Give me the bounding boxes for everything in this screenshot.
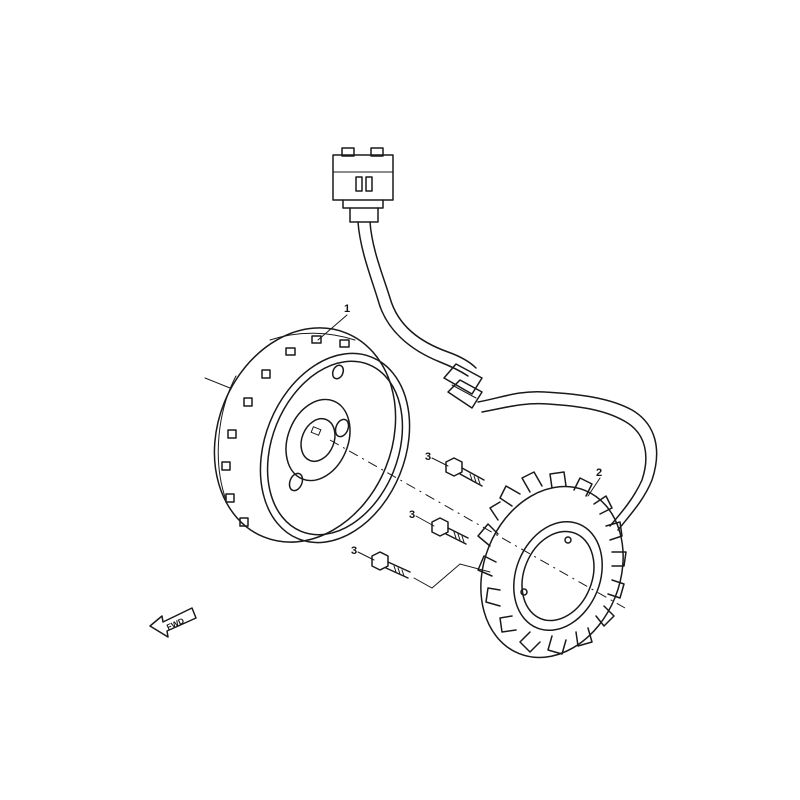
callout-bolt-upper: 3 (425, 451, 431, 463)
fwd-label: FWD (165, 616, 186, 632)
fwd-arrow-icon: FWD (149, 607, 197, 638)
rotor-magnet-slots (221, 335, 350, 527)
callout-bolt-lower: 3 (351, 545, 357, 557)
flywheel-rotor (213, 327, 411, 544)
bolt-lower (371, 551, 411, 579)
leader-lines (317, 314, 601, 561)
callout-flywheel: 1 (344, 303, 350, 315)
bolt-middle (431, 517, 469, 545)
wiring-harness (357, 221, 658, 531)
callout-bolt-middle: 3 (409, 509, 415, 521)
center-axis (204, 377, 626, 609)
stator-coil (477, 471, 627, 659)
wire-connector (332, 147, 394, 223)
stator-teeth (477, 471, 627, 655)
bolt-upper (445, 457, 485, 487)
callout-stator: 2 (596, 467, 602, 479)
